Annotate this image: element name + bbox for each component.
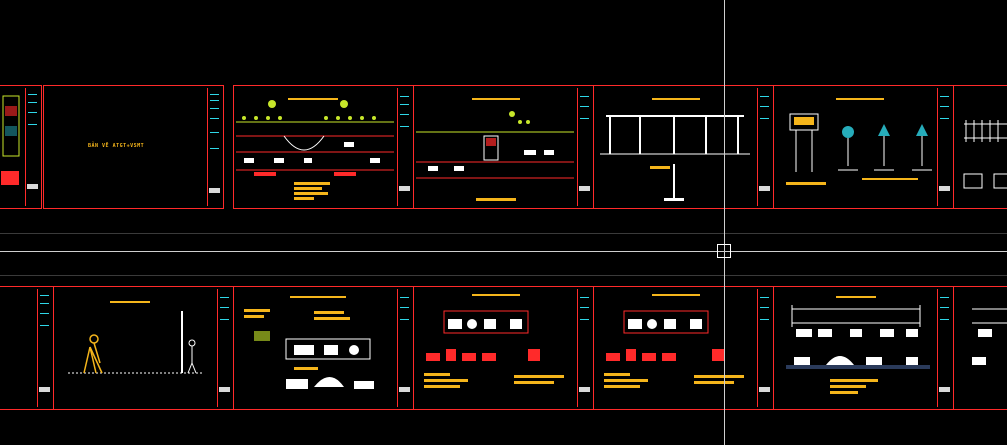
- drawing-sheet[interactable]: [233, 286, 414, 410]
- title-block: [757, 88, 771, 206]
- vehicle-lane-graphic: [786, 305, 930, 369]
- title-block: [25, 88, 39, 206]
- drawing-sheet[interactable]: [953, 85, 1007, 209]
- drawing-sheet[interactable]: [413, 286, 594, 410]
- cover-sheet-title: BẢN VẼ ATGT+VSMT: [88, 143, 145, 149]
- fence-graphic: [963, 120, 1007, 189]
- title-block: [577, 88, 591, 206]
- drawing-sheet[interactable]: [413, 85, 594, 209]
- drawing-sheet-cover[interactable]: BẢN VẼ ATGT+VSMT: [43, 85, 224, 209]
- machinery-graphic: [254, 331, 374, 389]
- surveyor-graphic: [68, 311, 204, 374]
- sheet-graphic: [1, 95, 20, 185]
- traffic-signs-graphic: [789, 113, 932, 172]
- cursor-pickbox: [717, 244, 731, 258]
- drawing-sheet[interactable]: [0, 286, 54, 410]
- drawing-sheet[interactable]: [953, 286, 1007, 410]
- crosshair-vertical: [724, 0, 725, 445]
- equipment-layout-graphic: [606, 310, 724, 361]
- vehicle-lane-graphic: [972, 308, 1007, 365]
- drawing-sheet[interactable]: [0, 85, 42, 209]
- road-section-graphic: [416, 111, 574, 179]
- drawing-sheet[interactable]: [593, 85, 774, 209]
- drawing-sheet[interactable]: [53, 286, 234, 410]
- band-line: [0, 275, 1007, 276]
- equipment-layout-graphic: [426, 310, 540, 361]
- crosshair-horizontal: [0, 251, 1007, 252]
- drawing-sheet[interactable]: [773, 85, 954, 209]
- title-block: [757, 289, 771, 407]
- title-block: [207, 88, 221, 206]
- title-block: [37, 289, 51, 407]
- title-block: [937, 88, 951, 206]
- band-line: [0, 233, 1007, 234]
- title-block: [577, 289, 591, 407]
- road-plan-graphic: [236, 100, 394, 176]
- drawing-sheet[interactable]: [773, 286, 954, 410]
- title-block: [937, 289, 951, 407]
- gantry-graphic: [600, 115, 750, 201]
- title-block: [217, 289, 231, 407]
- drawing-sheet[interactable]: [593, 286, 774, 410]
- title-block: [397, 88, 411, 206]
- drawing-sheet[interactable]: [233, 85, 414, 209]
- title-block: [397, 289, 411, 407]
